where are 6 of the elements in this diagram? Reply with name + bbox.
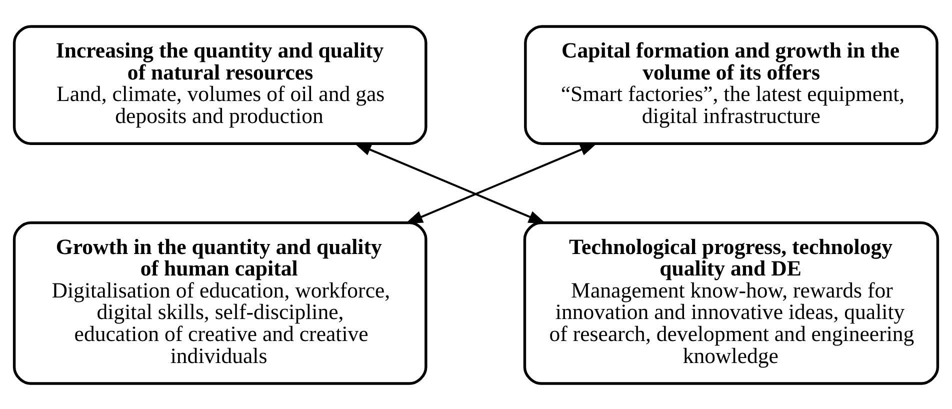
node-box: Growth in the quantity and quality of human capital Digitalisation of education, workforce, digital skills, self-discipline, education of creative and creative individuals bbox=[12, 220, 428, 384]
arrow bbox=[405, 142, 598, 224]
arrow bbox=[354, 142, 546, 224]
node-box: Increasing the quantity and quality of natural resources Land, climate, volumes of oil and gas deposits and production bbox=[12, 24, 428, 145]
node-box: Technological progress, technology quality and DE Management know-how, rewards for innovation and innovative ideas, quality of research, development and engineering knowledge bbox=[523, 220, 940, 384]
node-box: Capital formation and growth in the volume of its offers “Smart factories”, the latest equipment, digital infrastructure bbox=[524, 24, 938, 145]
